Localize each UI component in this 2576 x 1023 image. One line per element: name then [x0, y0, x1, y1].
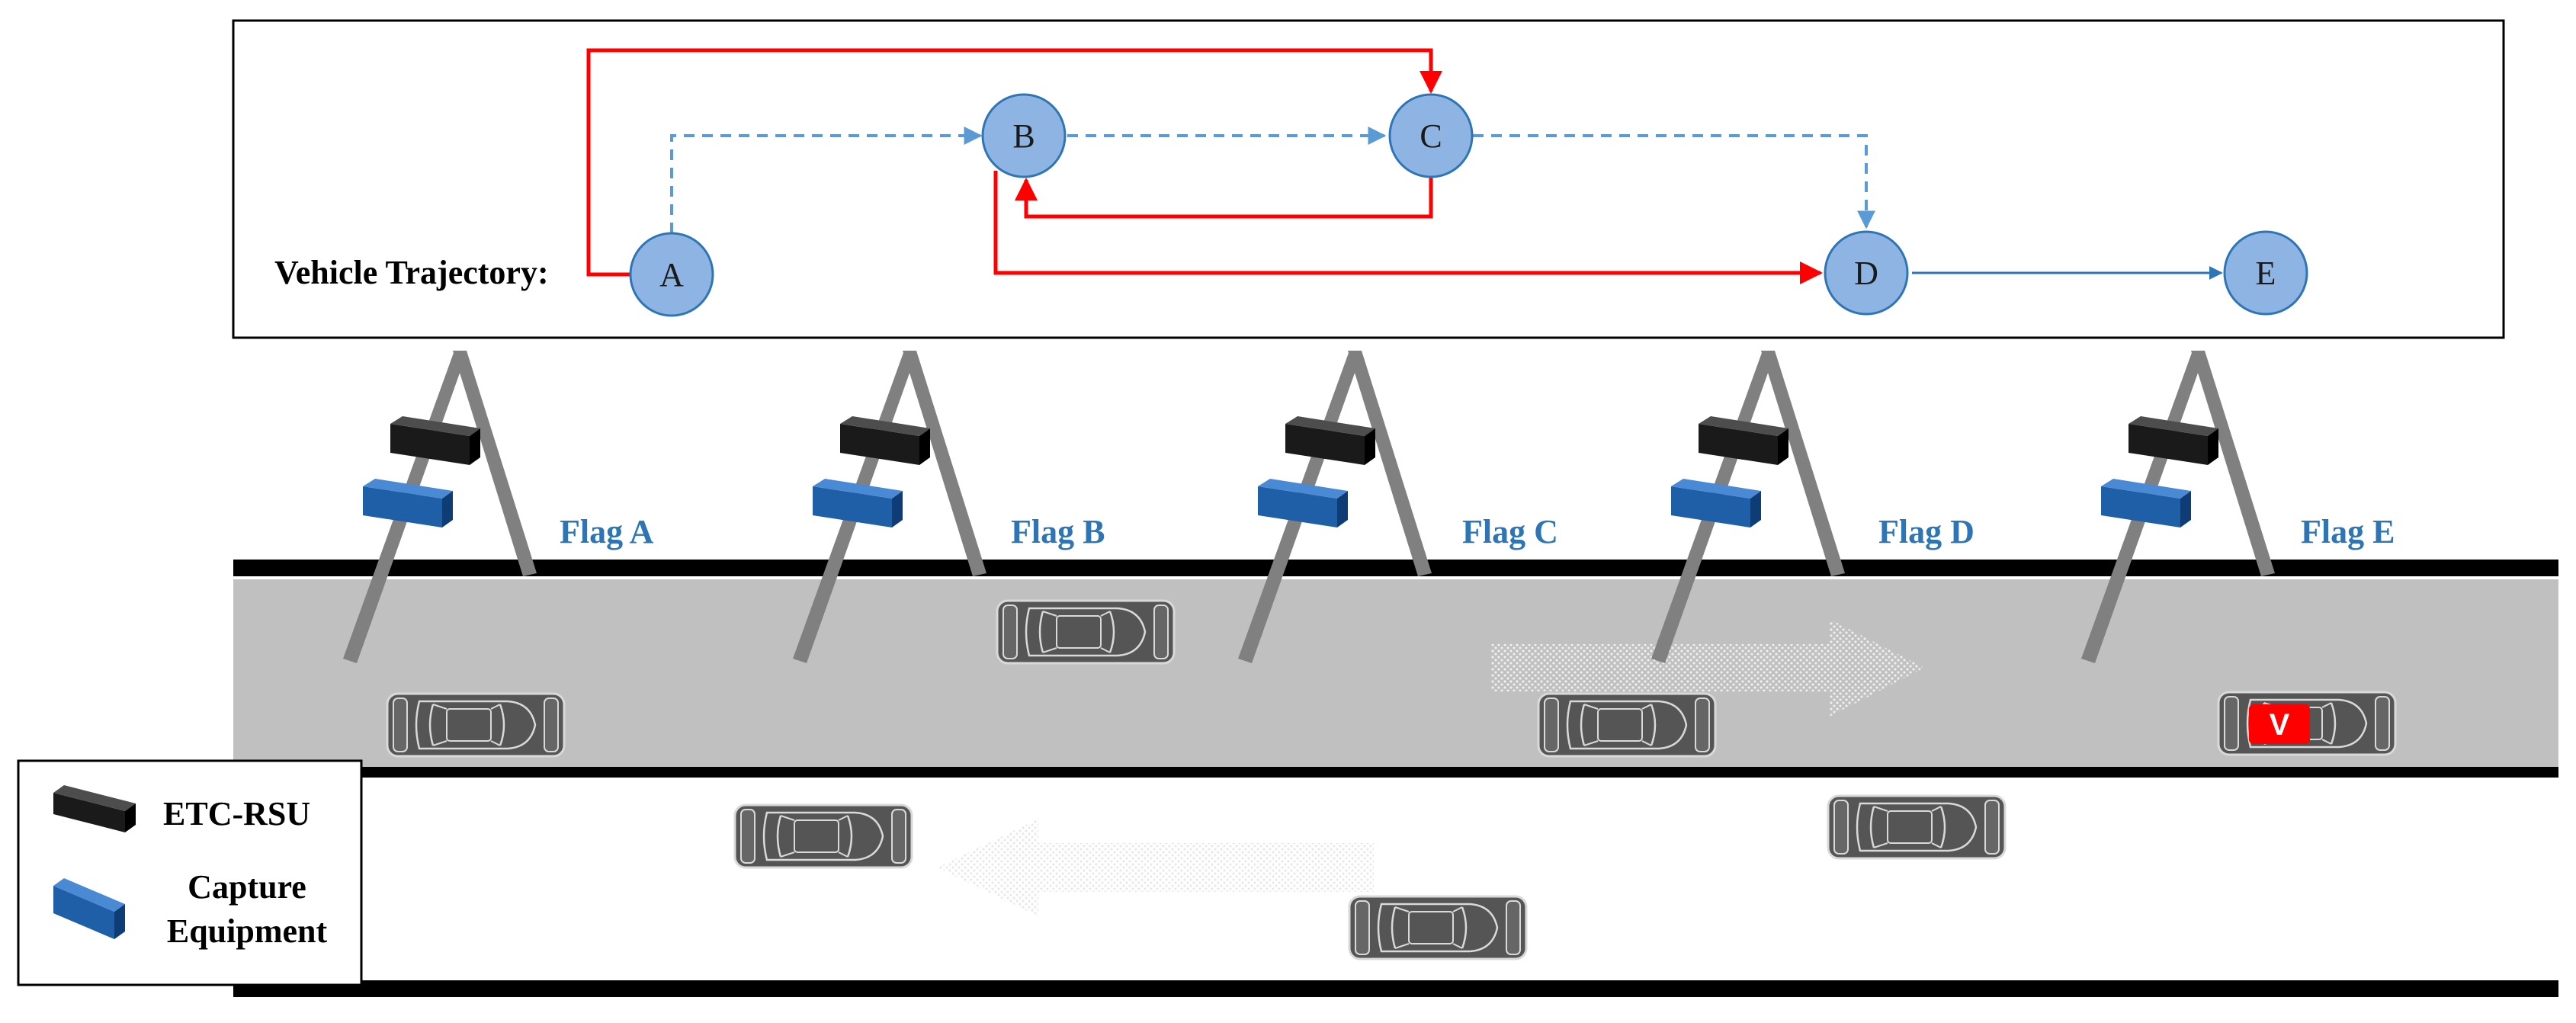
legend: ETC-RSU Capture Equipment	[17, 759, 363, 986]
node-e: E	[2223, 230, 2308, 316]
gantry-e: Flag E	[2081, 351, 2395, 663]
road-center-line	[233, 767, 2558, 778]
car	[733, 803, 913, 869]
car	[1348, 895, 1528, 960]
node-b-label: B	[1012, 117, 1035, 155]
node-c: C	[1388, 93, 1474, 178]
legend-capture-line1: Capture	[188, 868, 306, 906]
edge-c-to-b	[1015, 177, 1433, 219]
node-a: A	[629, 232, 714, 317]
edge-a-to-b	[670, 127, 983, 233]
road-upper-lane	[233, 579, 2558, 770]
flag-a-label: Flag A	[560, 513, 654, 550]
gantry-c: Flag C	[1238, 351, 1558, 663]
legend-capture-line2: Equipment	[167, 912, 328, 950]
capture-equipment-icon	[53, 878, 125, 939]
node-e-label: E	[2256, 255, 2276, 292]
violation-badge	[2249, 704, 2310, 744]
gantry-d: Flag D	[1651, 351, 1975, 663]
car	[1827, 794, 2007, 860]
node-d-label: D	[1854, 255, 1878, 292]
edge-a-to-c	[586, 48, 1442, 277]
car	[1537, 692, 1717, 758]
trajectory-panel	[232, 19, 2505, 339]
flag-e-label: Flag E	[2301, 513, 2395, 550]
car	[996, 599, 1176, 665]
flag-d-label: Flag D	[1878, 513, 1975, 550]
flag-b-label: Flag B	[1011, 513, 1105, 550]
gantry-a: Flag A	[343, 351, 654, 663]
etc-rsu-icon	[53, 785, 136, 832]
trajectory-title: Vehicle Trajectory:	[274, 254, 549, 291]
road-top-edge	[233, 560, 2558, 576]
edge-c-to-d	[1473, 134, 1875, 229]
node-c-label: C	[1420, 117, 1442, 155]
direction-arrow-left	[938, 819, 1374, 916]
legend-etc-rsu-label: ETC-RSU	[163, 795, 310, 832]
violation-badge-label: V	[2270, 708, 2290, 742]
road-bottom-edge	[233, 980, 2558, 997]
flag-c-label: Flag C	[1462, 513, 1558, 550]
node-d: D	[1824, 230, 1909, 316]
car	[386, 692, 566, 758]
gantry-b: Flag B	[793, 351, 1105, 663]
node-a-label: A	[659, 256, 684, 293]
node-b: B	[981, 93, 1067, 178]
edge-b-to-d	[993, 171, 1823, 284]
direction-arrow-right	[1491, 619, 1924, 717]
highlighted-car: V	[2217, 691, 2397, 756]
